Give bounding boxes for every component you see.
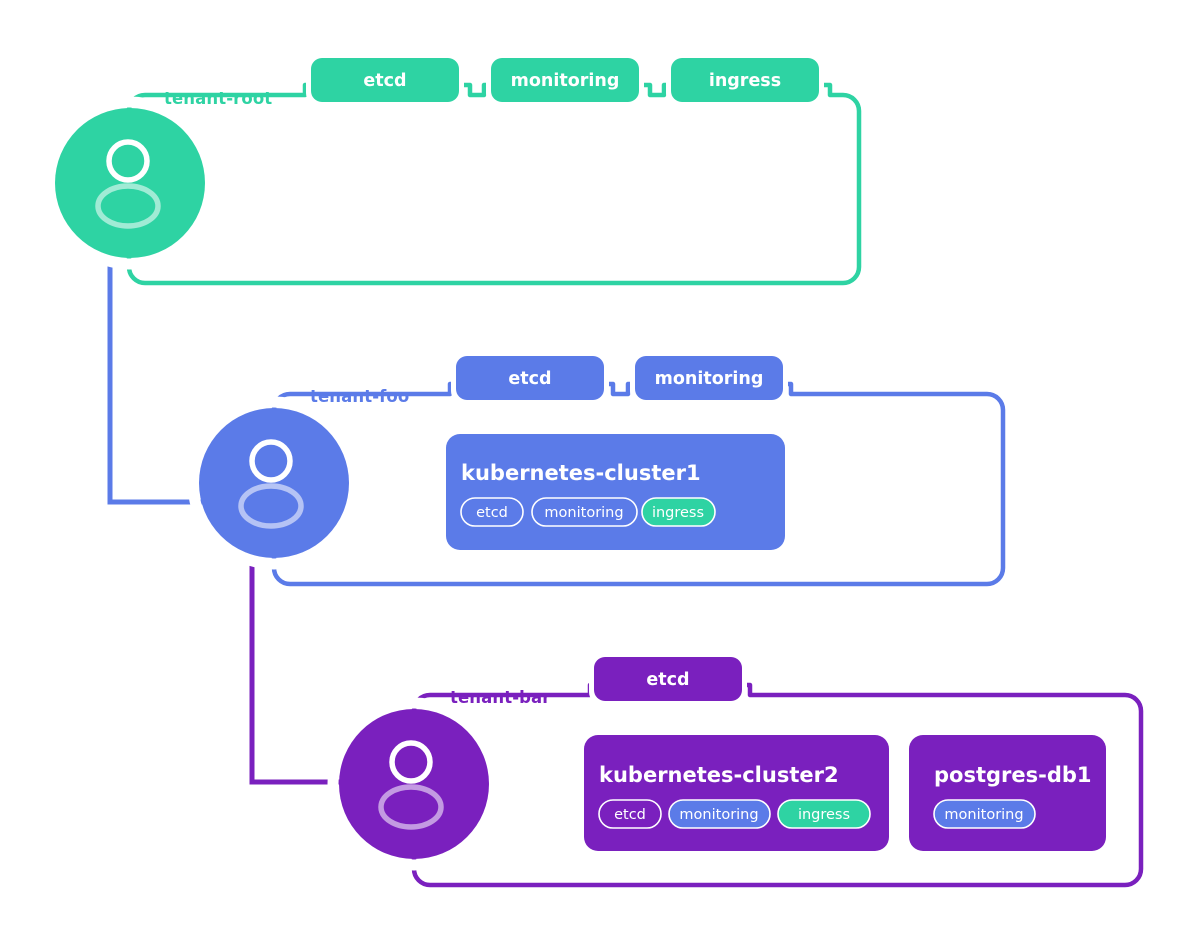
pill-label: etcd	[614, 807, 646, 823]
tab-label: ingress	[709, 71, 781, 91]
tenant-bar-tab-etcd[interactable]: etcd	[589, 653, 747, 705]
card-kubernetes-cluster2[interactable]: kubernetes-cluster2 etcd monitoring ingr…	[584, 735, 889, 851]
pill-label: etcd	[476, 505, 508, 521]
tenant-foo-label: tenant-foo	[310, 387, 409, 406]
tenant-bar-group[interactable]: tenant-bar etcd kubernetes-cluster2 etcd…	[327, 653, 1144, 888]
pill-monitoring[interactable]: monitoring	[933, 799, 1036, 829]
tenant-bar-label: tenant-bar	[450, 688, 551, 707]
pill-etcd[interactable]: etcd	[598, 799, 662, 829]
tab-label: etcd	[646, 670, 689, 690]
tenant-root-tab-ingress[interactable]: ingress	[666, 54, 824, 106]
tenant-foo-tab-etcd[interactable]: etcd	[451, 352, 609, 404]
tenant-foo-avatar[interactable]	[199, 408, 349, 558]
tab-label: etcd	[363, 71, 406, 91]
tab-label: etcd	[508, 369, 551, 389]
pill-label: monitoring	[544, 505, 623, 521]
tenant-foo-avatar-halo	[187, 396, 361, 570]
pill-monitoring[interactable]: monitoring	[531, 497, 638, 527]
tenant-root-container	[126, 82, 862, 286]
card-title: kubernetes-cluster1	[461, 461, 701, 485]
user-avatar-circle	[55, 108, 205, 258]
user-avatar-icon	[238, 439, 304, 529]
user-avatar-circle	[199, 408, 349, 558]
tab-label: monitoring	[655, 369, 764, 389]
tab-label: monitoring	[511, 71, 620, 91]
tenant-root-tab-monitoring[interactable]: monitoring	[486, 54, 644, 106]
tenant-root-group[interactable]: tenant-root etcd monitoring ingress	[43, 54, 862, 286]
tenant-root-label: tenant-root	[164, 89, 272, 108]
pill-etcd[interactable]: etcd	[460, 497, 524, 527]
card-title: kubernetes-cluster2	[599, 763, 839, 787]
pill-label: ingress	[652, 505, 704, 521]
card-postgres-db1[interactable]: postgres-db1 monitoring	[909, 735, 1106, 851]
tenant-root-avatar-halo	[43, 96, 217, 270]
tenant-root-tab-etcd[interactable]: etcd	[306, 54, 464, 106]
pill-label: ingress	[798, 807, 850, 823]
user-avatar-icon	[95, 139, 161, 229]
connector-root-to-foo	[107, 258, 212, 505]
user-avatar-icon	[378, 740, 444, 830]
pill-label: monitoring	[944, 807, 1023, 823]
tenant-bar-avatar-halo	[327, 697, 501, 871]
tenant-bar-avatar[interactable]	[339, 709, 489, 859]
tenant-foo-group[interactable]: tenant-foo etcd monitoring kubernetes-cl…	[187, 352, 1006, 587]
pill-monitoring[interactable]: monitoring	[668, 799, 771, 829]
pill-label: monitoring	[679, 807, 758, 823]
tenant-root-avatar[interactable]	[55, 108, 205, 258]
tenant-foo-tab-monitoring[interactable]: monitoring	[630, 352, 788, 404]
pill-ingress[interactable]: ingress	[777, 799, 871, 829]
pill-ingress[interactable]: ingress	[641, 497, 716, 527]
connector-foo-to-bar	[249, 558, 350, 785]
user-avatar-circle	[339, 709, 489, 859]
card-kubernetes-cluster1[interactable]: kubernetes-cluster1 etcd monitoring ingr…	[446, 434, 785, 550]
card-title: postgres-db1	[934, 763, 1092, 787]
